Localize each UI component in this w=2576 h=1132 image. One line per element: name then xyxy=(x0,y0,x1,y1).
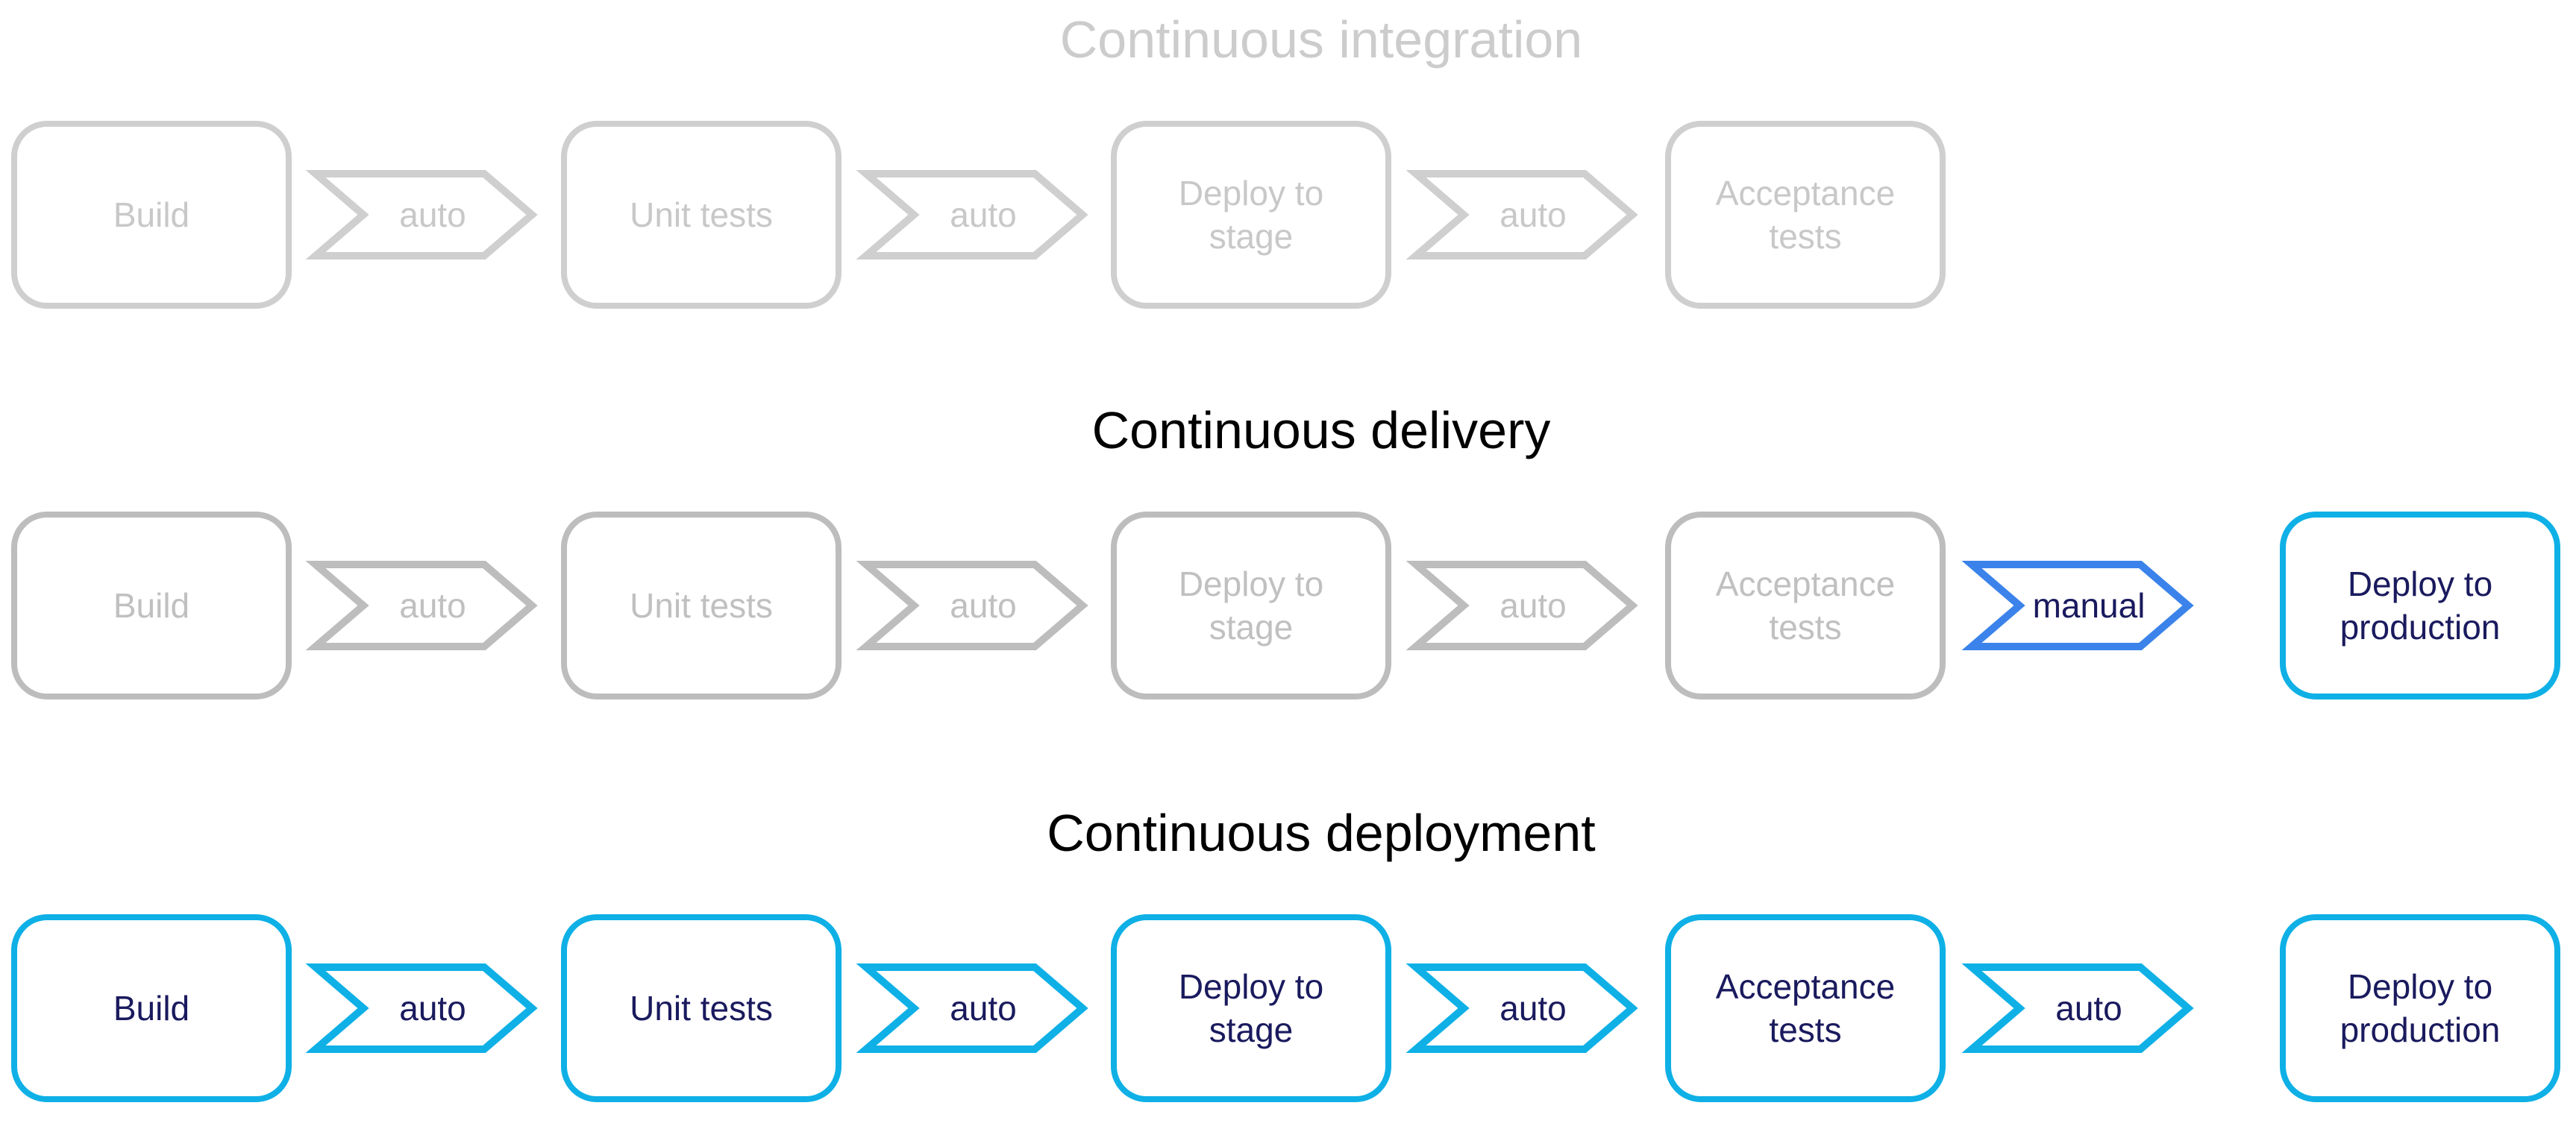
arrow-label: auto xyxy=(1499,586,1567,625)
stage-box: Deploy to production xyxy=(2280,914,2560,1102)
stage-label-line: Build xyxy=(113,586,189,625)
stage-box: Acceptance tests xyxy=(1665,914,1946,1102)
chevron-arrow-outline xyxy=(305,963,538,1053)
stage-label-line: stage xyxy=(1209,217,1294,256)
chevron-arrow-icon: auto xyxy=(1961,963,2194,1053)
stage-label-line: Deploy to xyxy=(2348,967,2492,1006)
stage-box: Build xyxy=(11,512,292,699)
stage-box: Deploy to stage xyxy=(1111,512,1391,699)
stage-box-outline xyxy=(2280,512,2560,699)
stage-label-line: Deploy to xyxy=(1179,174,1323,213)
arrow-label: auto xyxy=(950,989,1017,1028)
chevron-arrow-outline xyxy=(856,170,1088,260)
chevron-arrow-icon: auto xyxy=(1405,561,1638,650)
stage-label-line: production xyxy=(2340,608,2501,647)
stage-label-line: stage xyxy=(1209,1010,1294,1049)
stage-label-line: stage xyxy=(1209,608,1294,647)
stage-label-line: Deploy to xyxy=(1179,565,1323,603)
stage-box: Acceptance tests xyxy=(1665,121,1946,309)
stage-box: Deploy to stage xyxy=(1111,914,1391,1102)
row-title: Continuous delivery xyxy=(1092,401,1551,459)
stage-box: Unit tests xyxy=(561,121,842,309)
arrow-label: auto xyxy=(1499,195,1567,234)
chevron-arrow-icon: auto xyxy=(1405,963,1638,1053)
stage-box-outline xyxy=(11,512,292,699)
stage-box-outline xyxy=(2280,914,2560,1102)
stage-label-line: Acceptance xyxy=(1716,174,1895,213)
row-title: Continuous integration xyxy=(1060,10,1582,69)
stage-label-line: tests xyxy=(1769,217,1841,256)
chevron-arrow-outline xyxy=(1961,561,2194,650)
stage-label-line: Unit tests xyxy=(630,989,773,1028)
chevron-arrow-icon: auto xyxy=(305,561,538,650)
stage-box: Build xyxy=(11,914,292,1102)
arrow-label: auto xyxy=(950,586,1017,625)
chevron-arrow-outline xyxy=(1405,963,1638,1053)
stage-box-outline xyxy=(11,121,292,309)
stage-box-outline xyxy=(11,914,292,1102)
chevron-arrow-icon: auto xyxy=(856,963,1088,1053)
stage-box-outline xyxy=(1111,914,1391,1102)
arrow-label: auto xyxy=(399,195,466,234)
stage-box: Acceptance tests xyxy=(1665,512,1946,699)
chevron-arrow-outline xyxy=(1405,561,1638,650)
stage-box-outline xyxy=(561,512,842,699)
stage-box: Unit tests xyxy=(561,512,842,699)
chevron-arrow-icon: auto xyxy=(305,963,538,1053)
chevron-arrow-outline xyxy=(305,561,538,650)
row-title: Continuous deployment xyxy=(1047,804,1595,862)
stage-box: Build xyxy=(11,121,292,309)
arrow-label: manual xyxy=(2033,586,2146,625)
stage-box-outline xyxy=(1111,512,1391,699)
chevron-arrow-outline xyxy=(856,561,1088,650)
stage-label-line: Build xyxy=(113,989,189,1028)
chevron-arrow-outline xyxy=(1961,963,2194,1053)
stage-label-line: Deploy to xyxy=(2348,565,2492,603)
stage-box-outline xyxy=(1111,121,1391,309)
chevron-arrow-icon: auto xyxy=(856,170,1088,260)
stage-box-outline xyxy=(561,914,842,1102)
chevron-arrow-outline xyxy=(856,963,1088,1053)
stage-box-outline xyxy=(1665,914,1946,1102)
stage-label-line: Unit tests xyxy=(630,586,773,625)
stage-label-line: tests xyxy=(1769,1010,1841,1049)
arrow-label: auto xyxy=(1499,989,1567,1028)
stage-box-outline xyxy=(1665,121,1946,309)
arrow-label: auto xyxy=(399,586,466,625)
stage-label-line: Build xyxy=(113,195,189,234)
chevron-arrow-outline xyxy=(305,170,538,260)
stage-label-line: production xyxy=(2340,1010,2501,1049)
stage-box-outline xyxy=(561,121,842,309)
chevron-arrow-icon: manual xyxy=(1961,561,2194,650)
stage-box: Deploy to stage xyxy=(1111,121,1391,309)
arrow-label: auto xyxy=(399,989,466,1028)
chevron-arrow-outline xyxy=(1405,170,1638,260)
stage-label-line: Deploy to xyxy=(1179,967,1323,1006)
chevron-arrow-icon: auto xyxy=(856,561,1088,650)
arrow-label: auto xyxy=(2055,989,2122,1028)
stage-box-outline xyxy=(1665,512,1946,699)
stage-label-line: tests xyxy=(1769,608,1841,647)
stage-label-line: Acceptance xyxy=(1716,967,1895,1006)
stage-label-line: Unit tests xyxy=(630,195,773,234)
arrow-label: auto xyxy=(950,195,1017,234)
stage-box: Deploy to production xyxy=(2280,512,2560,699)
chevron-arrow-icon: auto xyxy=(305,170,538,260)
stage-label-line: Acceptance xyxy=(1716,565,1895,603)
chevron-arrow-icon: auto xyxy=(1405,170,1638,260)
stage-box: Unit tests xyxy=(561,914,842,1102)
